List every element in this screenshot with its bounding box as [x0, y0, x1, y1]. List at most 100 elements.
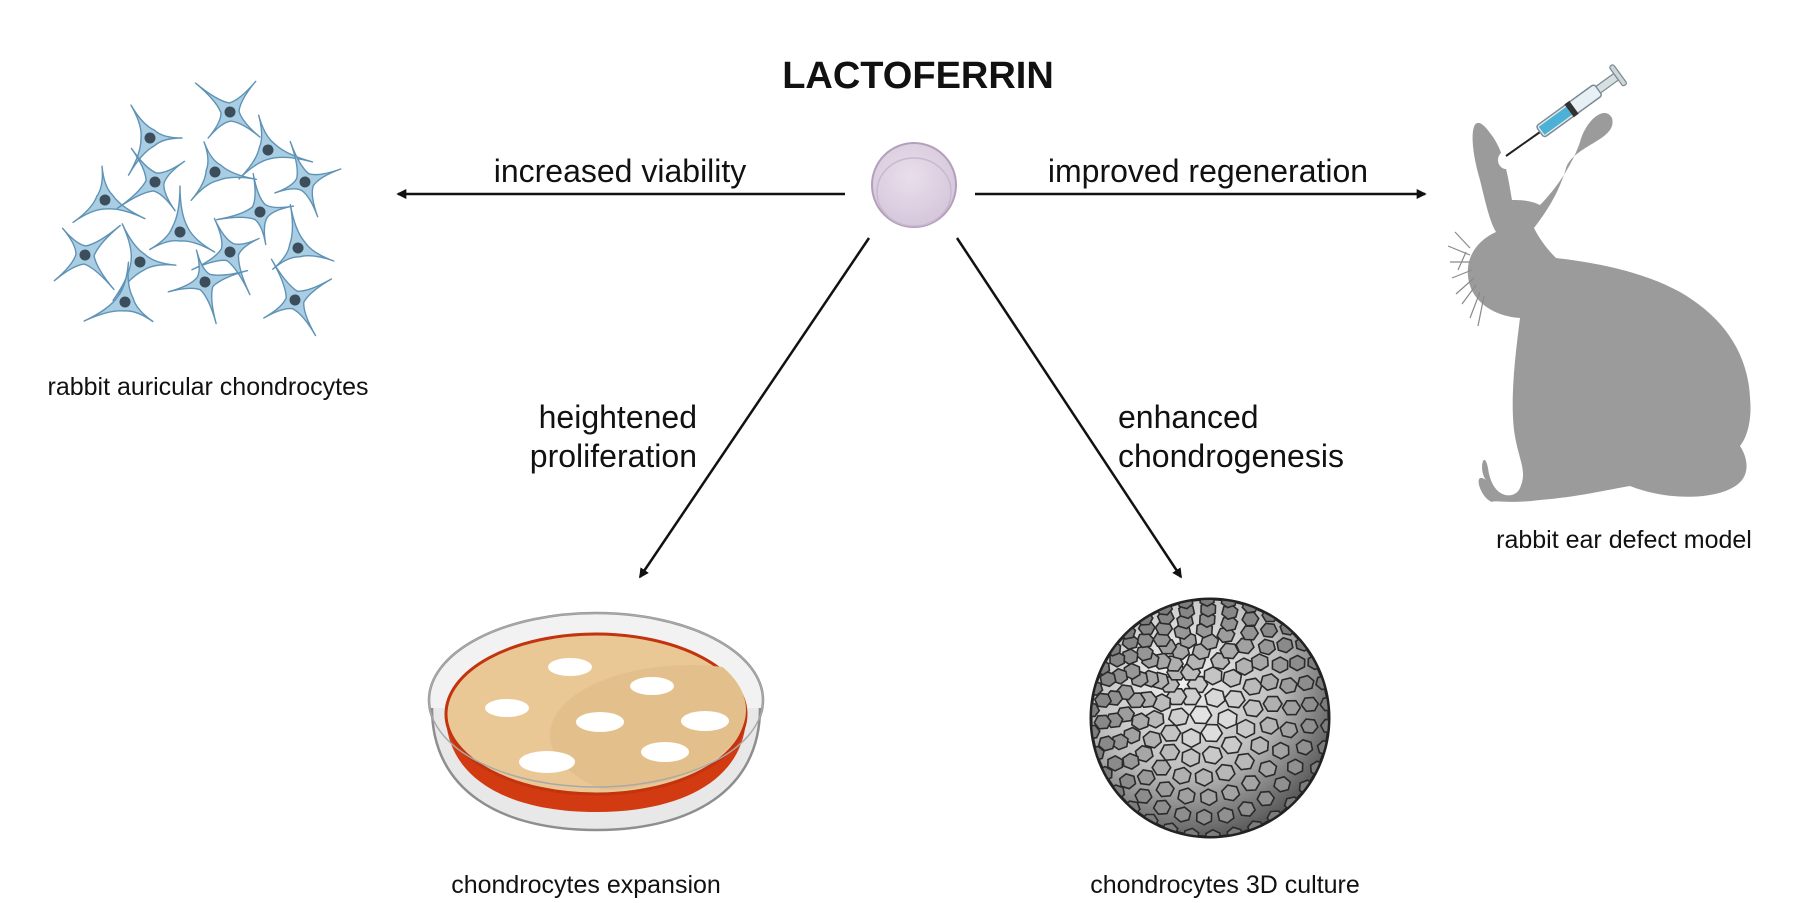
spheroid-cell — [1222, 668, 1243, 688]
chondrocyte-cell — [272, 203, 335, 270]
label-heightened-proliferation-line1: heightened — [539, 399, 697, 435]
label-improved-regeneration: improved regeneration — [1048, 153, 1368, 189]
spheroid-cell — [1235, 657, 1254, 677]
spheroid-cell — [1181, 727, 1201, 749]
spheroid-cell — [1092, 702, 1101, 718]
spheroid-cell — [1219, 615, 1239, 632]
spheroid-cell — [1155, 781, 1175, 798]
spheroid-cell — [1216, 626, 1236, 644]
spheroid-cell — [1319, 718, 1328, 734]
spheroid-cell — [1106, 754, 1124, 772]
spheroid-cell — [1111, 733, 1129, 751]
spheroid-cell — [1135, 632, 1155, 649]
spheroid-cell — [1159, 724, 1182, 742]
arrow-proliferation — [638, 237, 871, 579]
chondrocyte-cell — [190, 141, 258, 202]
spheroid-cell — [1220, 603, 1239, 621]
spheroid-cell — [1167, 707, 1190, 727]
spheroid-cell — [1295, 738, 1314, 756]
spheroid-cell — [1118, 773, 1137, 790]
spheroid-cell — [1281, 699, 1302, 716]
chondrocyte-cell — [238, 114, 314, 180]
spheroid-cell — [1217, 708, 1238, 730]
spheroid-cell — [1097, 735, 1116, 752]
spheroid-cell — [1203, 665, 1223, 686]
spheroid-icon — [1089, 597, 1331, 839]
spheroid-cell — [1122, 752, 1140, 770]
spheroid-cell — [1152, 799, 1172, 816]
arrow-chondrogenesis — [955, 237, 1183, 579]
chondrocyte-cell — [83, 261, 154, 323]
spheroid-cell — [1189, 705, 1213, 725]
chondrocyte-cell — [116, 147, 186, 212]
spheroid-cell — [1199, 600, 1215, 608]
spheroid-cell — [1278, 677, 1298, 695]
chondrocyte-cell — [191, 217, 260, 296]
spheroid-cell — [1134, 744, 1154, 763]
spheroid-cell — [1237, 801, 1257, 817]
spheroid-cell — [1259, 716, 1280, 735]
spheroid-cell — [1241, 611, 1260, 627]
spheroid-cell — [1173, 806, 1192, 823]
spheroid-cell — [1205, 828, 1221, 836]
spheroid-cell — [1289, 654, 1306, 672]
spheroid-cell — [1259, 673, 1280, 692]
label-increased-viability: increased viability — [494, 153, 747, 189]
spheroid-cell — [1177, 787, 1196, 805]
spheroid-cell — [1257, 638, 1277, 656]
spheroid-cell — [1142, 730, 1163, 749]
spheroid-cell — [1145, 709, 1165, 729]
chondrocyte-cell — [274, 140, 342, 218]
chondrocyte-cell — [53, 224, 121, 291]
chondrocyte-cell — [215, 172, 295, 246]
spheroid-cell — [1236, 718, 1256, 739]
spheroid-cell — [1258, 760, 1278, 778]
spheroid-cell — [1092, 724, 1101, 740]
spheroid-cell — [1262, 695, 1283, 713]
spheroid-cell — [1130, 712, 1150, 731]
spheroid-cell — [1240, 775, 1261, 792]
label-enhanced-chondrogenesis-line1: enhanced — [1118, 399, 1259, 435]
spheroid-cell — [1136, 769, 1156, 786]
spheroid-cell — [1279, 721, 1299, 739]
spheroid-cell — [1250, 736, 1270, 755]
spheroid-cell — [1200, 723, 1224, 743]
spheroid-cell — [1234, 752, 1256, 771]
chondrocyte-cell — [263, 258, 333, 337]
spheroid-cell — [1220, 735, 1243, 755]
spheroid-cell — [1201, 745, 1224, 765]
spheroid-cell — [1239, 625, 1260, 641]
spheroid-cell — [1220, 784, 1241, 802]
spheroid-cell — [1215, 763, 1236, 782]
spheroid-cell — [1300, 718, 1319, 735]
spheroid-cell — [1242, 699, 1264, 718]
chondrocyte-cell — [148, 185, 216, 253]
spheroid-cell — [1296, 674, 1315, 692]
spheroid-cell — [1256, 790, 1276, 807]
caption-chondrocytes-3d-culture: chondrocytes 3D culture — [1090, 871, 1360, 899]
chondrocyte-cell — [194, 80, 261, 139]
spheroid-cell — [1286, 758, 1304, 776]
caption-rabbit-ear-defect-model: rabbit ear defect model — [1496, 526, 1752, 554]
label-enhanced-chondrogenesis-line2: chondrogenesis — [1118, 438, 1344, 474]
spheroid-cell — [1179, 687, 1202, 706]
spheroid-cell — [1223, 689, 1246, 709]
spheroid-cell — [1319, 696, 1328, 712]
spheroid-cell — [1300, 696, 1320, 713]
spheroid-cell — [1199, 788, 1218, 807]
spheroid-cell — [1271, 741, 1290, 760]
chondrocyte-cell — [167, 249, 249, 325]
caption-chondrocytes-expansion: chondrocytes expansion — [451, 871, 721, 899]
spheroid-cell — [1093, 714, 1112, 730]
spheroid-cell — [1195, 808, 1213, 826]
spheroid-cell — [1271, 656, 1289, 674]
spheroid-cell — [1273, 775, 1292, 793]
caption-rabbit-auricular-chondrocytes: rabbit auricular chondrocytes — [48, 373, 369, 401]
spheroid-cell — [1242, 677, 1263, 696]
spheroid-cell — [1134, 788, 1153, 804]
chondrocyte-cell — [72, 165, 146, 224]
spheroid-cell — [1216, 806, 1235, 824]
spheroid-cell — [1259, 622, 1279, 639]
chondrocyte-cells-icon — [53, 80, 342, 337]
rabbit-icon — [1447, 113, 1751, 503]
